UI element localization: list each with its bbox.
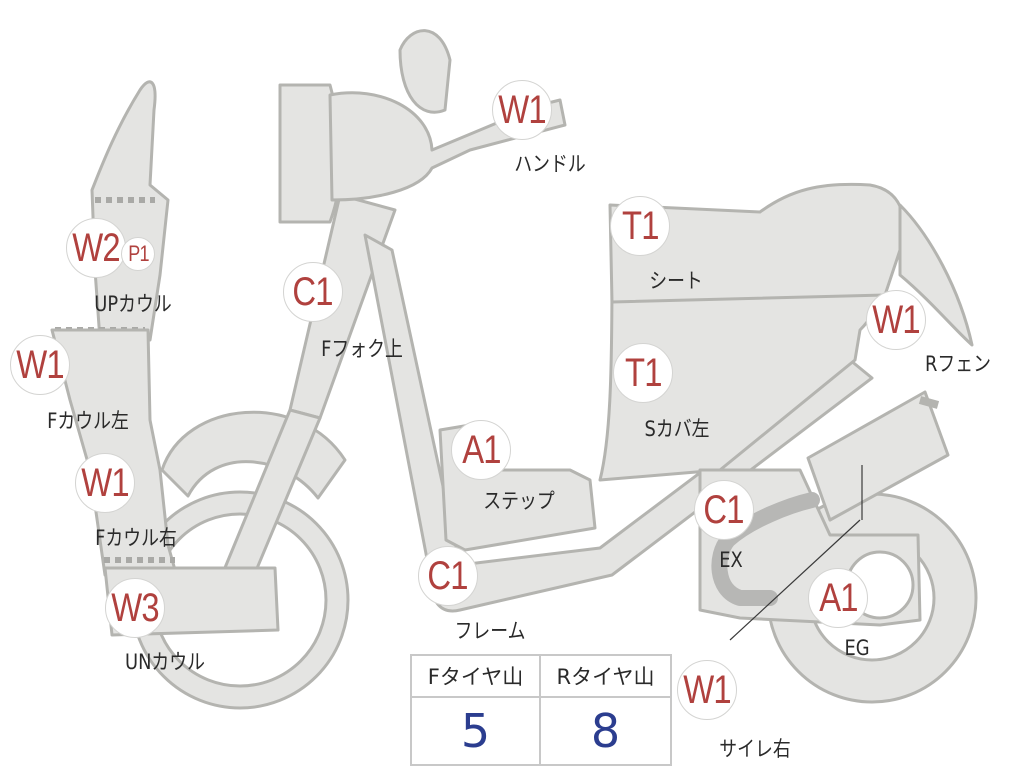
marker-eg: A1	[808, 568, 868, 628]
marker-f-cowl-right-code: W1	[81, 461, 129, 505]
exhaust-pipe	[711, 492, 820, 606]
rear-shock	[806, 390, 950, 522]
silencer-leader-line	[729, 519, 861, 641]
marker-f-fork: C1	[283, 262, 343, 322]
marker-f-cowl-right: W1	[75, 453, 135, 513]
marker-f-fork-code: C1	[292, 270, 334, 314]
rear-tire-value: 8	[590, 704, 621, 758]
marker-f-cowl-left-code: W1	[16, 343, 64, 387]
marker-f-cowl-left: W1	[10, 335, 70, 395]
label-f-fork: Fフォク上	[321, 337, 403, 361]
label-handle: ハンドル	[514, 152, 586, 176]
marker-ex: C1	[694, 480, 754, 540]
label-f-cowl-right: Fカウル右	[95, 526, 177, 550]
marker-seat: T1	[610, 196, 670, 256]
front-tire-value: 5	[412, 698, 541, 764]
marker-r-fender-code: W1	[872, 298, 920, 342]
marker-ex-code: C1	[703, 488, 745, 532]
rear-tire-header: Rタイヤ山	[541, 656, 670, 698]
marker-up-cowl-code: W2	[72, 226, 120, 270]
label-eg: EG	[844, 636, 870, 660]
tire-tread-table: Fタイヤ山 Rタイヤ山 5 8	[410, 654, 672, 766]
rear-fender	[898, 203, 974, 347]
marker-frame-code: C1	[427, 554, 469, 598]
marker-up-cowl: W2	[66, 218, 126, 278]
label-seat: シート	[649, 269, 703, 293]
marker-un-cowl: W3	[105, 578, 165, 638]
marker-seat-code: T1	[621, 204, 659, 248]
marker-side-cover-code: T1	[624, 351, 662, 395]
label-un-cowl: UNカウル	[125, 650, 205, 674]
label-side-cover: Sカバ左	[644, 417, 710, 441]
marker-silencer-code: W1	[683, 668, 731, 712]
marker-silencer: W1	[677, 660, 737, 720]
rear-shock-rod	[918, 396, 940, 409]
label-up-cowl: UPカウル	[94, 292, 172, 316]
marker-handle-code: W1	[498, 88, 546, 132]
label-silencer: サイレ右	[719, 737, 791, 761]
marker-un-cowl-code: W3	[111, 586, 159, 630]
label-ex: EX	[719, 548, 743, 572]
marker-up-cowl-p: P1	[121, 237, 155, 271]
mirror	[398, 29, 452, 114]
label-f-cowl-left: Fカウル左	[47, 409, 129, 433]
marker-frame: C1	[418, 546, 478, 606]
marker-handle: W1	[492, 80, 552, 140]
marker-step: A1	[451, 420, 511, 480]
front-tire-header: Fタイヤ山	[412, 656, 541, 698]
marker-side-cover: T1	[613, 343, 673, 403]
label-step: ステップ	[483, 489, 555, 513]
label-frame: フレーム	[454, 619, 526, 643]
marker-eg-code: A1	[818, 576, 858, 620]
label-r-fender: Rフェン	[925, 352, 991, 376]
marker-r-fender: W1	[866, 290, 926, 350]
marker-step-code: A1	[461, 428, 501, 472]
marker-up-cowl-p-code: P1	[127, 241, 149, 266]
